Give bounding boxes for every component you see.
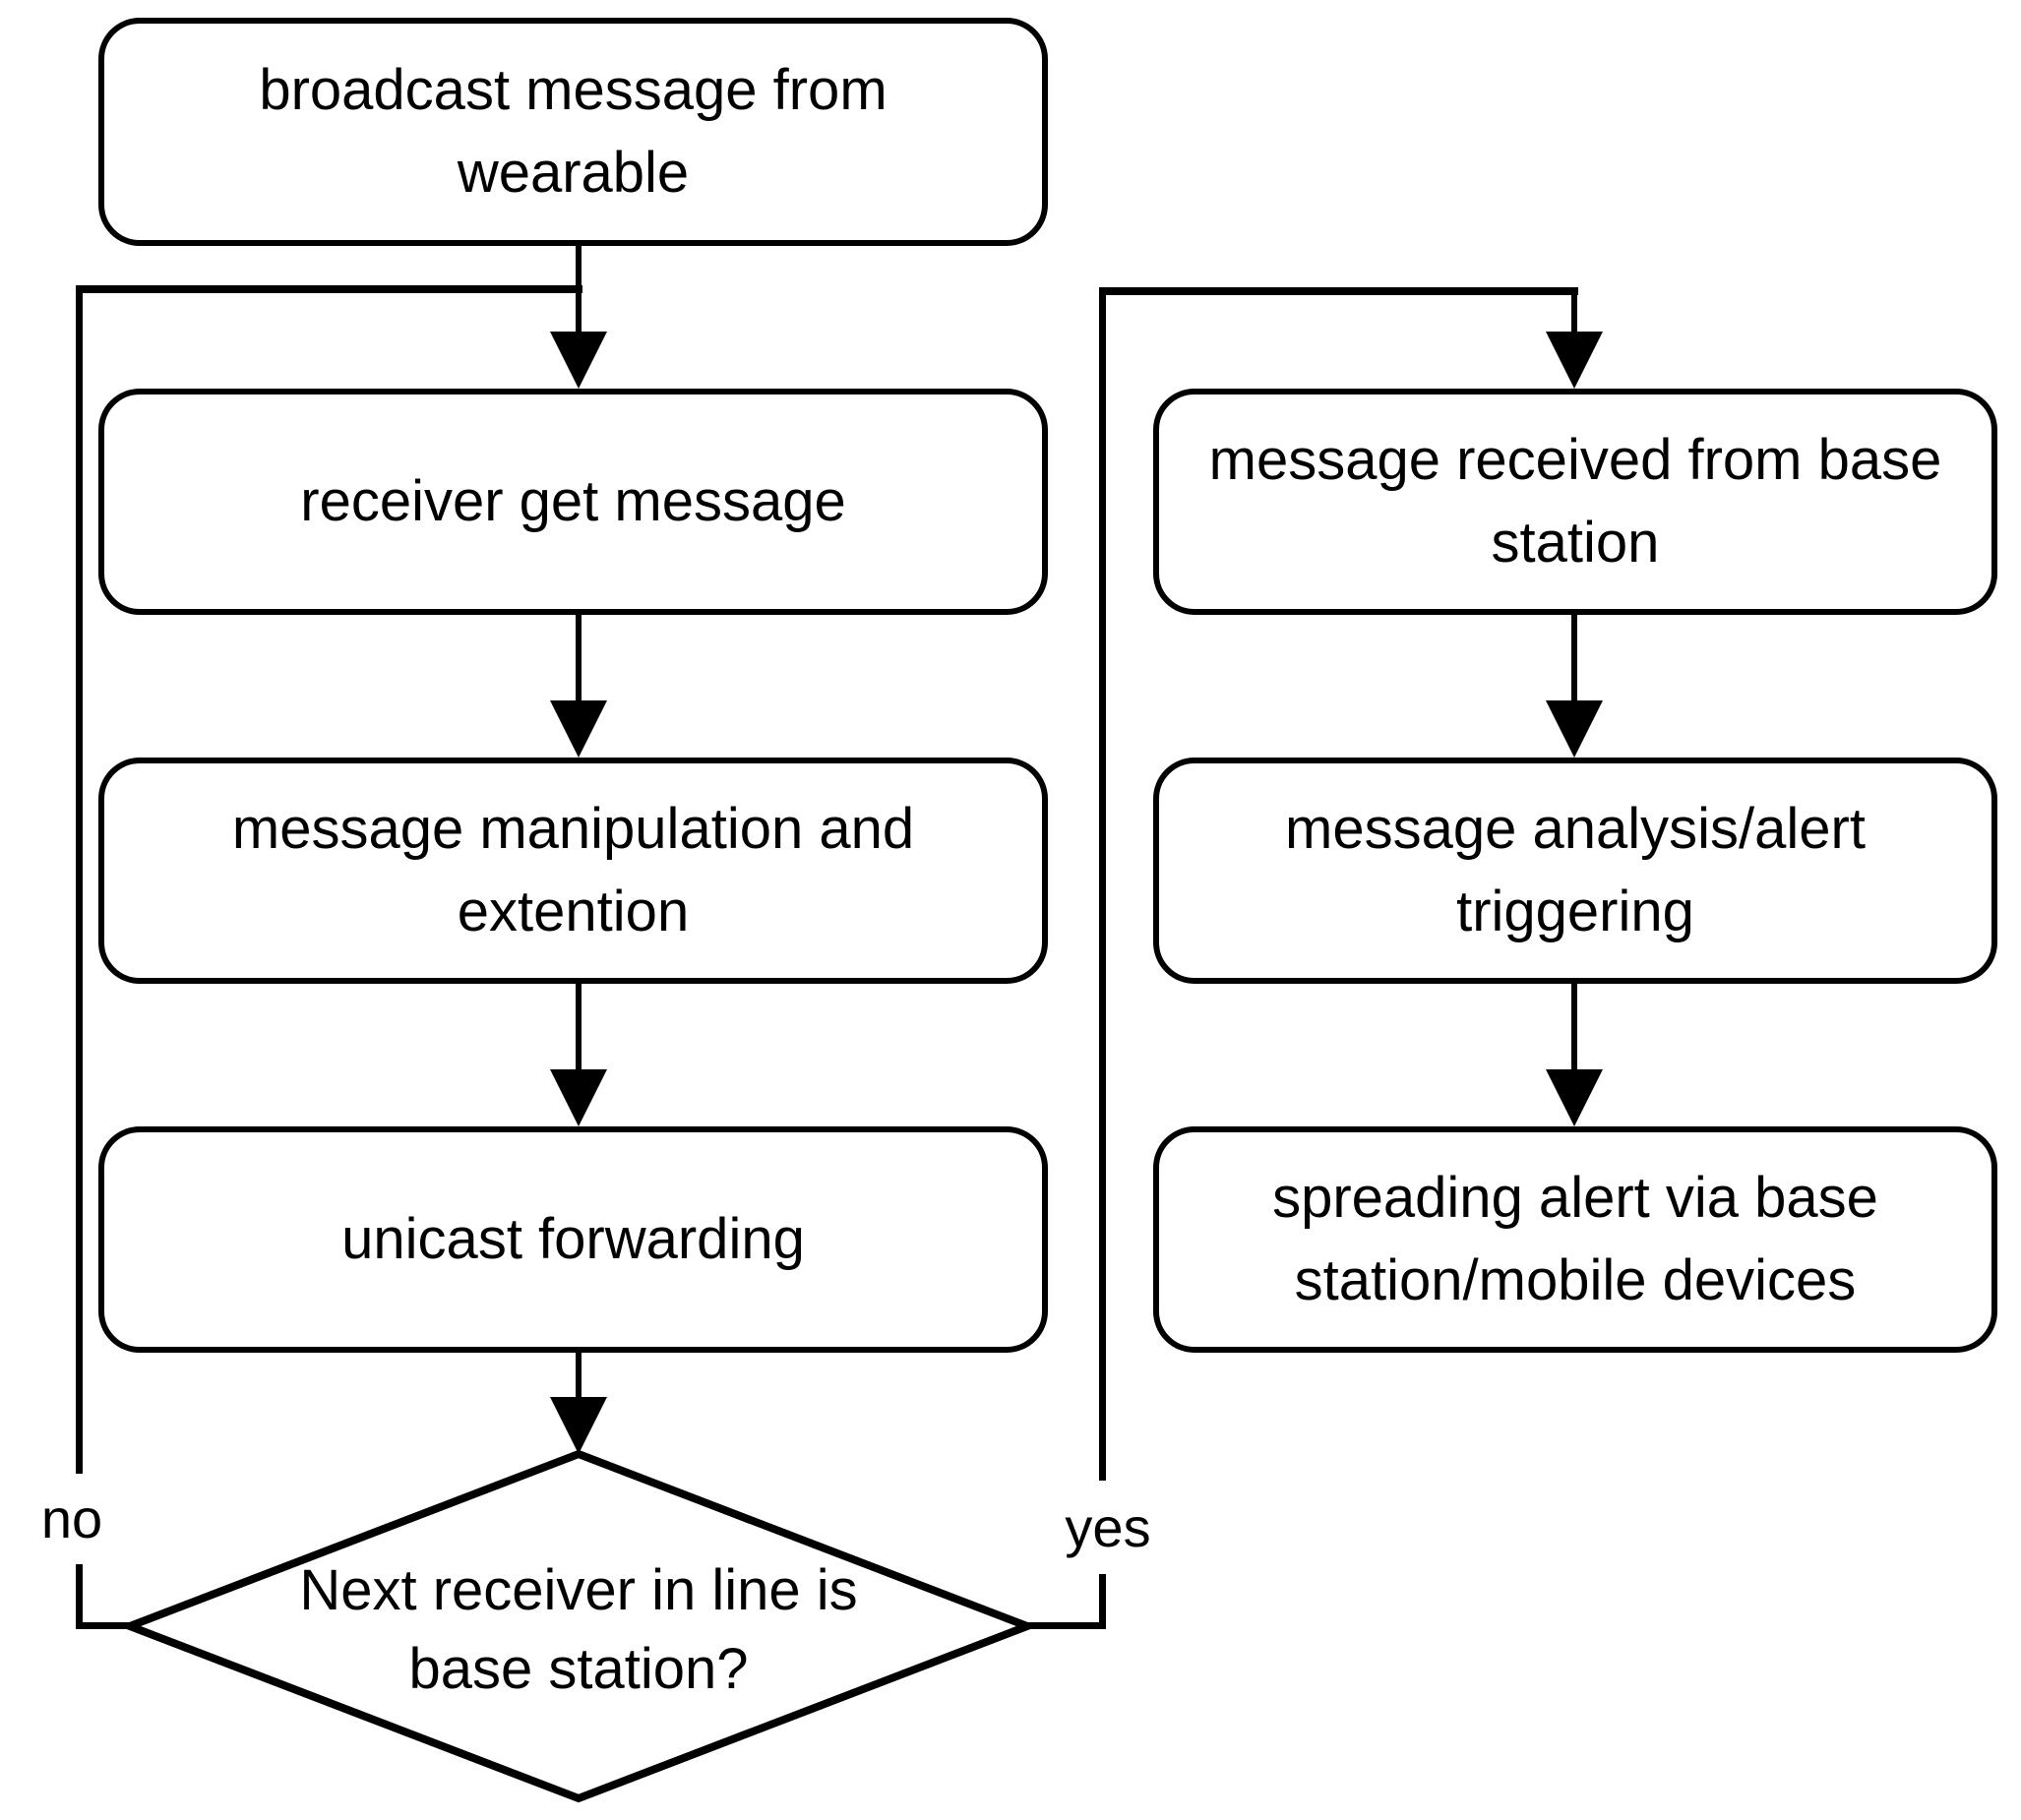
arrowhead-down-icon: [1546, 1069, 1603, 1126]
no-loop-vertical: [76, 285, 83, 1629]
process-box-label: unicast forwarding: [341, 1207, 805, 1271]
process-box-spreading-alert: spreading alert via base station/mobile …: [1153, 1126, 1997, 1353]
arrowhead-down-icon: [550, 700, 607, 758]
process-box-label: extention: [457, 880, 690, 943]
arrowhead-down-icon: [550, 1069, 607, 1126]
process-box-label: message analysis/alert: [1285, 797, 1866, 861]
yes-branch-top-horizontal: [1099, 287, 1578, 295]
process-box-broadcast: broadcast message from wearable: [98, 18, 1048, 246]
branch-label-no: no: [28, 1474, 116, 1564]
decision-label-line: Next receiver in line is: [299, 1558, 858, 1622]
decision-label: Next receiver in line is base station?: [195, 1551, 962, 1709]
connector-manipulation-to-unicast: [576, 982, 582, 1072]
arrowhead-down-icon: [550, 332, 607, 389]
no-loop-top-horizontal: [76, 285, 582, 293]
process-box-label: message manipulation and: [231, 797, 915, 861]
process-box-label: receiver get message: [300, 469, 846, 533]
process-box-label: station: [1491, 511, 1660, 575]
connector-receiver-to-manipulation: [576, 613, 582, 703]
decision-diamond: [118, 1449, 1039, 1803]
arrowhead-down-icon: [1546, 332, 1603, 389]
decision-label-line: base station?: [408, 1637, 749, 1701]
process-box-label: spreading alert via base: [1272, 1166, 1878, 1230]
process-box-label: message received from base: [1208, 428, 1942, 492]
process-box-label: broadcast message from: [259, 58, 888, 122]
arrowhead-down-icon: [1546, 700, 1603, 758]
connector-unicast-to-decision: [576, 1351, 582, 1400]
no-loop-bottom-stub: [76, 1622, 135, 1629]
yes-branch-vertical: [1099, 287, 1106, 1629]
process-box-message-received: message received from base station: [1153, 389, 1997, 615]
connector-analysis-to-spreading: [1571, 982, 1577, 1072]
process-box-label: station/mobile devices: [1294, 1248, 1857, 1312]
connector-into-received: [1571, 287, 1577, 336]
process-box-unicast-forwarding: unicast forwarding: [98, 1126, 1048, 1353]
branch-label-yes: yes: [1053, 1481, 1163, 1574]
yes-branch-bottom-stub: [1023, 1622, 1106, 1629]
connector-received-to-analysis: [1571, 613, 1577, 703]
process-box-label: wearable: [457, 141, 690, 205]
process-box-message-manipulation: message manipulation and extention: [98, 758, 1048, 984]
process-box-label: triggering: [1456, 880, 1694, 943]
process-box-receiver-get-message: receiver get message: [98, 389, 1048, 615]
process-box-message-analysis: message analysis/alert triggering: [1153, 758, 1997, 984]
arrowhead-down-icon: [550, 1397, 607, 1454]
